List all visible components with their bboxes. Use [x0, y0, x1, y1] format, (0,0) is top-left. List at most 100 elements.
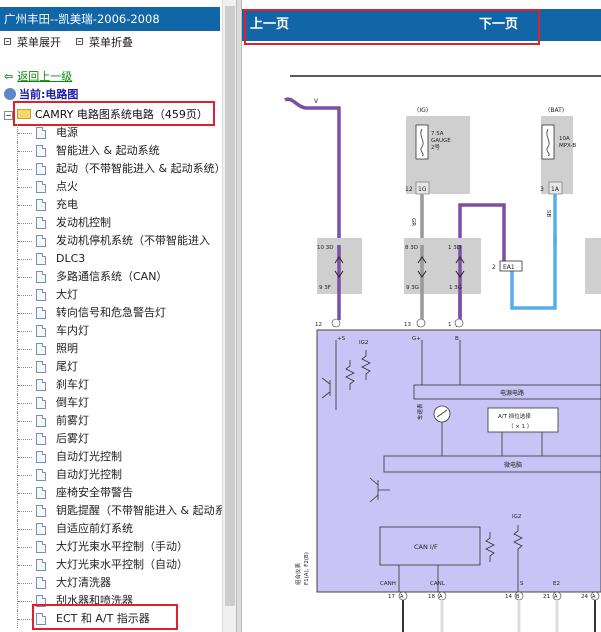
fuse-ig-number: 2号	[431, 144, 440, 151]
tree-connector-branch	[18, 601, 32, 602]
back-link[interactable]: ⇦返回上一级	[4, 70, 72, 84]
tree-item[interactable]: 刹车灯	[0, 376, 232, 394]
tree-item[interactable]: 电源	[0, 124, 232, 142]
pin-circle-1a	[454, 318, 464, 328]
tree-item[interactable]: 车内灯	[0, 322, 232, 340]
document-icon	[36, 595, 46, 607]
tree-item-label: 钥匙提醒（不带智能进入 & 起动系	[56, 504, 226, 517]
next-page-button[interactable]: 下一页	[479, 17, 519, 32]
tree-item[interactable]: 倒车灯	[0, 394, 232, 412]
ecu-pin-g-name: G+	[412, 336, 421, 342]
wire-v-label: V	[314, 98, 319, 105]
tree-item[interactable]: 尾灯	[0, 358, 232, 376]
tree-item-label: 车内灯	[56, 324, 89, 337]
menu-collapse-button[interactable]: 菜单折叠	[76, 36, 133, 50]
collapse-toggle-icon[interactable]: −	[4, 111, 13, 120]
document-icon	[36, 613, 46, 625]
speedometer-needle	[436, 409, 448, 418]
pin-1g-label: 1G	[418, 186, 427, 193]
tree-item[interactable]: 点火	[0, 178, 232, 196]
tree-item-label: 起动（不带智能进入 & 起动系统）	[56, 162, 226, 175]
document-icon	[36, 145, 46, 157]
document-icon	[36, 289, 46, 301]
panel-splitter[interactable]	[236, 0, 242, 632]
junction-block-2	[404, 238, 449, 294]
tree-connector-branch	[18, 385, 32, 386]
tree-connector-line	[17, 592, 18, 610]
document-icon	[36, 253, 46, 265]
tree-item-label: 转向信号和危急警告灯	[56, 306, 166, 319]
folder-open-icon	[17, 109, 31, 119]
document-icon	[36, 577, 46, 589]
tree-connector-line	[17, 286, 18, 304]
tree-root-item[interactable]: −CAMRY 电路图系统电路（459页）	[4, 106, 208, 124]
tree-item-label: ECT 和 A/T 指示器	[56, 612, 150, 625]
tree-item[interactable]: 智能进入 & 起动系统	[0, 142, 232, 160]
ecu-pin-s-name: +S	[337, 336, 346, 342]
tree-item[interactable]: 大灯清洗器	[0, 574, 232, 592]
ecu-side-name: 组合仪表	[294, 562, 302, 585]
junction-block-4	[585, 238, 601, 294]
scrollbar-thumb[interactable]	[225, 6, 235, 606]
tree-item[interactable]: 大灯光束水平控制（手动）	[0, 538, 232, 556]
tree-connector-branch	[18, 349, 32, 350]
tree-connector-line	[17, 520, 18, 538]
tree-item[interactable]: 自动灯光控制	[0, 466, 232, 484]
document-icon	[36, 271, 46, 283]
tree-item[interactable]: 转向信号和危急警告灯	[0, 304, 232, 322]
tree-connector-branch	[18, 295, 32, 296]
pin-18-letter: A	[439, 594, 443, 600]
tree-connector-branch	[18, 565, 32, 566]
tree-item[interactable]: 座椅安全带警告	[0, 484, 232, 502]
tree-connector-line	[17, 142, 18, 160]
menu-collapse-label: 菜单折叠	[89, 36, 133, 49]
document-icon	[36, 523, 46, 535]
tree-item[interactable]: 前雾灯	[0, 412, 232, 430]
pin-circle-12b	[331, 318, 341, 328]
current-location[interactable]: 当前:电路图	[4, 88, 78, 102]
left-panel-title: 广州丰田--凯美瑞-2006-2008	[0, 7, 220, 31]
tree-item[interactable]: 钥匙提醒（不带智能进入 & 起动系	[0, 502, 232, 520]
tree-item[interactable]: 刮水器和喷洗器	[0, 592, 232, 610]
tree-connector-line	[17, 178, 18, 196]
block-at-label: A/T 挡位选择	[498, 412, 531, 420]
tree-item[interactable]: 充电	[0, 196, 232, 214]
tree-item[interactable]: 后雾灯	[0, 430, 232, 448]
tree-connector-branch	[18, 223, 32, 224]
tree-item-label: 点火	[56, 180, 78, 193]
fuse-ig-symbol	[420, 128, 424, 157]
tree-item[interactable]: 起动（不带智能进入 & 起动系统）	[0, 160, 232, 178]
wire-sb-loop	[510, 235, 557, 310]
fuse-bat-name: MPX-B	[559, 143, 576, 149]
ecu-pin-13-no: 13	[404, 322, 411, 328]
conn-10-3d: 10 3D	[317, 245, 333, 251]
pin-18-no: 18	[428, 594, 435, 600]
tree-item[interactable]: 大灯	[0, 286, 232, 304]
tree-item[interactable]: 自适应前灯系统	[0, 520, 232, 538]
conn-8-3d: 8 3D	[405, 245, 418, 251]
tree-connector-branch	[18, 511, 32, 512]
tree-item[interactable]: 发动机停机系统（不带智能进入	[0, 232, 232, 250]
label-canh: CANH	[380, 581, 396, 587]
menu-expand-label: 菜单展开	[17, 36, 61, 49]
tree-connector-line	[17, 340, 18, 358]
tree-item[interactable]: 大灯光束水平控制（自动）	[0, 556, 232, 574]
prev-page-button[interactable]: 上一页	[250, 17, 290, 32]
tree-item[interactable]: 发动机控制	[0, 214, 232, 232]
tree-item[interactable]: ECT 和 A/T 指示器	[0, 610, 232, 628]
tree-connector-branch	[18, 439, 32, 440]
menu-expand-button[interactable]: 菜单展开	[4, 36, 61, 50]
document-icon	[36, 379, 46, 391]
tree-item[interactable]: 多路通信系统（CAN）	[0, 268, 232, 286]
tree-connector-branch	[18, 133, 32, 134]
tree-connector-branch	[18, 529, 32, 530]
collapse-icon	[76, 38, 83, 45]
arrow-left-icon: ⇦	[4, 70, 14, 83]
tree-item[interactable]: DLC3	[0, 250, 232, 268]
tree-item[interactable]: 照明	[0, 340, 232, 358]
tree-item[interactable]: 自动灯光控制	[0, 448, 232, 466]
left-scrollbar[interactable]	[222, 0, 236, 632]
speedometer-label: 车速表	[416, 403, 424, 420]
tree-item-label: 前雾灯	[56, 414, 89, 427]
pin-14-no: 14	[505, 594, 512, 600]
